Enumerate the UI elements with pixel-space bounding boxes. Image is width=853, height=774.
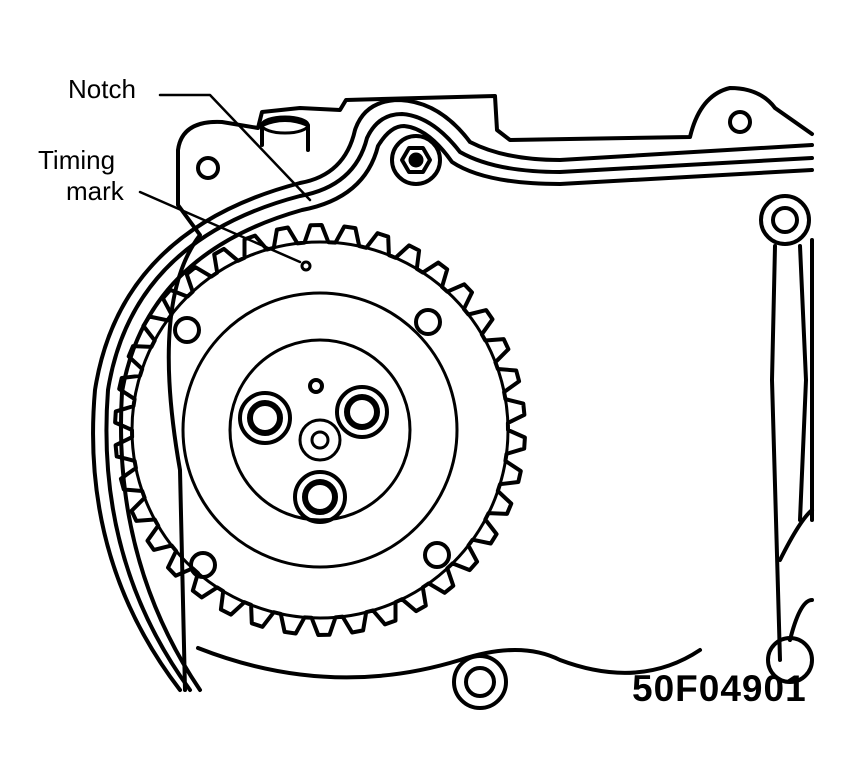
gear-hole-upper-left xyxy=(173,316,201,344)
timing-mark-leader-line xyxy=(138,190,302,264)
top-bolt-hex xyxy=(400,146,432,174)
gear-hub-outer xyxy=(181,291,459,569)
timing-mark-label-line1: Timing xyxy=(38,145,116,175)
timing-mark-dot xyxy=(300,260,312,272)
locating-dowel xyxy=(308,378,324,394)
belt-cover-outline-outer xyxy=(91,98,814,692)
notch-label: Notch xyxy=(68,74,136,104)
bottom-bolt-inner xyxy=(464,666,496,698)
hub-bolt-bottom-inner xyxy=(302,479,338,515)
hub-bolt-bottom-outer xyxy=(293,470,347,524)
right-bolt-outer xyxy=(759,194,811,246)
center-pin-outer xyxy=(298,418,342,462)
vent-boss-cap xyxy=(260,115,310,135)
belt-cover-outline-mid xyxy=(104,112,814,692)
hub-bolt-right-outer xyxy=(335,385,389,439)
bottom-bolt-outer xyxy=(452,654,508,710)
gear-hole-lower-left xyxy=(189,551,217,579)
hub-bolt-left-inner xyxy=(247,400,283,436)
right-bolt-inner xyxy=(771,206,799,234)
right-lower-curve xyxy=(778,508,814,642)
right-rib xyxy=(770,238,814,662)
belt-cover-lower-edge xyxy=(196,646,702,680)
notch-leader-line xyxy=(158,93,312,202)
gear-hole-upper-right xyxy=(414,308,442,336)
timing-mark-label-line2: mark xyxy=(66,176,124,206)
top-bolt-outer xyxy=(390,134,442,186)
hub-bolt-right-inner xyxy=(344,394,380,430)
mount-hole-left xyxy=(196,156,220,180)
hub-bolt-left-outer xyxy=(238,391,292,445)
mount-hole-right xyxy=(728,110,752,134)
top-bolt-center xyxy=(408,152,424,168)
lower-right-boss xyxy=(766,636,814,684)
gear-hole-lower-right xyxy=(423,541,451,569)
center-pin-inner xyxy=(310,430,330,450)
vent-boss xyxy=(260,118,310,152)
figure-code: 50F04901 xyxy=(632,668,807,709)
gear-root-circle xyxy=(130,240,510,620)
housing-outline xyxy=(166,86,814,692)
